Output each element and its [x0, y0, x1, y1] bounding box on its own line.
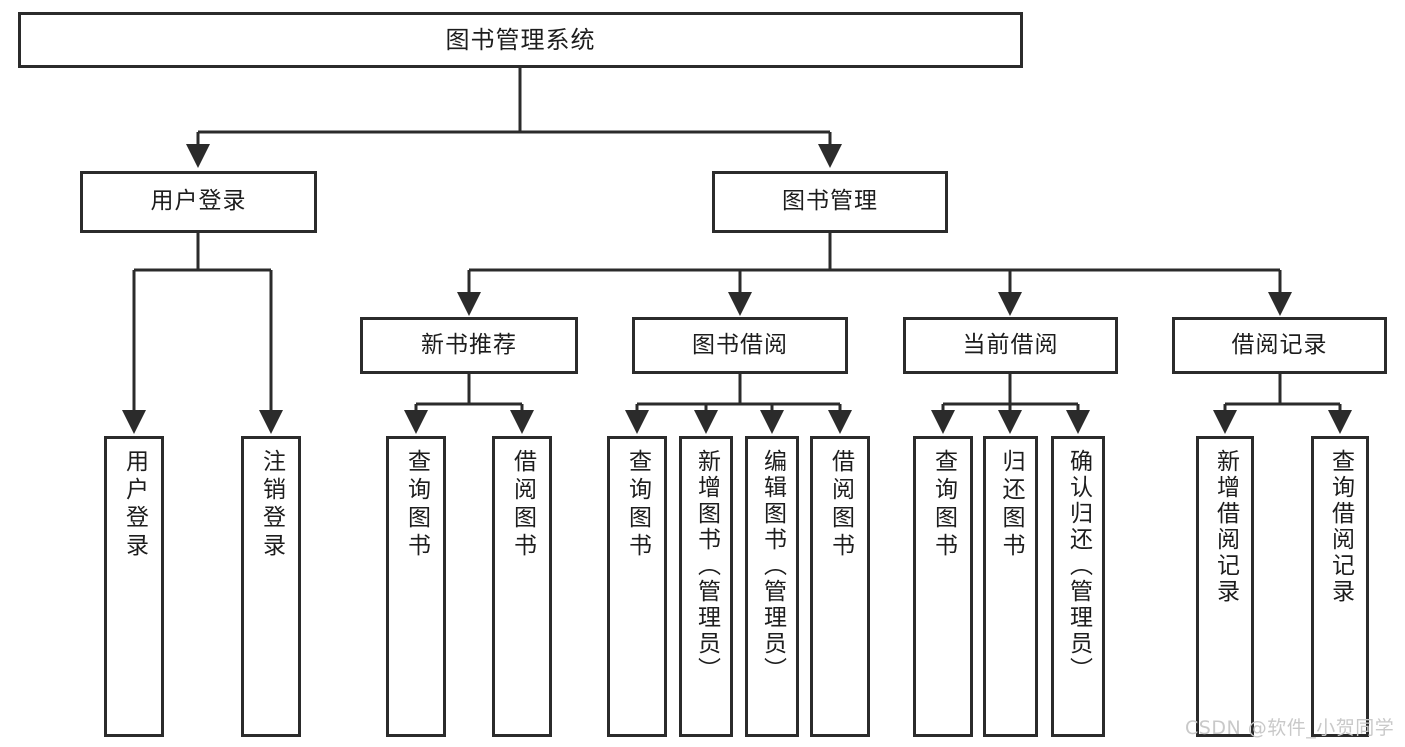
leaf-return-book[interactable]: 归还图书: [983, 436, 1038, 737]
node-label: 查询借阅记录: [1327, 449, 1354, 605]
leaf-borrow-book-recommend[interactable]: 借阅图书: [492, 436, 552, 737]
node-label: 图书借阅: [692, 331, 788, 358]
node-label: 用户登录: [150, 188, 247, 215]
csdn-watermark: CSDN @软件_小贺同学: [1185, 717, 1395, 739]
leaf-add-borrow-record[interactable]: 新增借阅记录: [1196, 436, 1254, 737]
node-label: 新书推荐: [421, 331, 517, 358]
node-label: 编辑图书（管理员）: [759, 449, 786, 683]
node-label: 查询图书: [624, 449, 651, 561]
leaf-query-book-borrow[interactable]: 查询图书: [607, 436, 667, 737]
node-label: 用户登录: [121, 449, 148, 561]
leaf-edit-book-admin[interactable]: 编辑图书（管理员）: [745, 436, 799, 737]
leaf-user-login[interactable]: 用户登录: [104, 436, 164, 737]
node-label: 新增图书（管理员）: [693, 449, 720, 683]
node-label: 注销登录: [258, 449, 285, 561]
node-book-borrowing[interactable]: 图书借阅: [632, 317, 848, 374]
node-label: 归还图书: [998, 449, 1024, 561]
node-new-book-recommendation[interactable]: 新书推荐: [360, 317, 578, 374]
node-root-book-management-system[interactable]: 图书管理系统: [18, 12, 1023, 68]
node-user-login[interactable]: 用户登录: [80, 171, 317, 233]
leaf-confirm-return-admin[interactable]: 确认归还（管理员）: [1051, 436, 1105, 737]
node-current-borrowing[interactable]: 当前借阅: [903, 317, 1118, 374]
leaf-logout[interactable]: 注销登录: [241, 436, 301, 737]
node-label: 查询图书: [403, 449, 430, 561]
node-label: 图书管理: [782, 188, 878, 215]
leaf-query-book-recommend[interactable]: 查询图书: [386, 436, 446, 737]
node-label: 图书管理系统: [445, 25, 596, 54]
node-label: 确认归还（管理员）: [1065, 449, 1092, 683]
node-label: 新增借阅记录: [1212, 449, 1239, 605]
leaf-query-book-current[interactable]: 查询图书: [913, 436, 973, 737]
leaf-borrow-book[interactable]: 借阅图书: [810, 436, 870, 737]
leaf-add-book-admin[interactable]: 新增图书（管理员）: [679, 436, 733, 737]
node-label: 当前借阅: [962, 331, 1059, 358]
node-label: 借阅记录: [1231, 331, 1328, 358]
leaf-query-borrow-record[interactable]: 查询借阅记录: [1311, 436, 1369, 737]
node-borrowing-record[interactable]: 借阅记录: [1172, 317, 1387, 374]
node-label: 查询图书: [930, 449, 957, 561]
node-label: 借阅图书: [509, 449, 536, 561]
node-label: 借阅图书: [827, 449, 854, 561]
node-book-management[interactable]: 图书管理: [712, 171, 948, 233]
